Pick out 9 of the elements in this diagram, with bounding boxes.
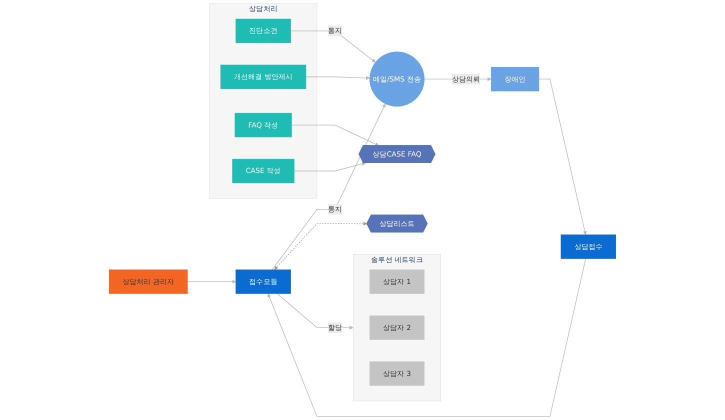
arrow bbox=[187, 280, 236, 284]
arrow bbox=[538, 78, 587, 235]
arrow bbox=[268, 258, 586, 417]
arrow bbox=[290, 30, 376, 62]
arrow bbox=[272, 104, 386, 270]
arrow bbox=[306, 76, 370, 80]
arrow bbox=[274, 222, 368, 270]
arrow bbox=[294, 162, 366, 172]
arrow bbox=[291, 124, 379, 146]
